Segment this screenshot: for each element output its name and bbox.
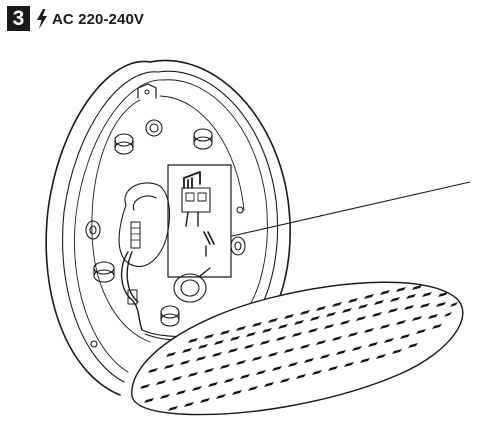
voltage-text: AC 220-240V (52, 10, 144, 28)
step-number-badge: 3 (7, 6, 30, 31)
mounting-posts (85, 119, 246, 348)
voltage-label: AC 220-240V (36, 8, 144, 30)
terminal-block (181, 171, 215, 257)
lightning-bolt-icon (37, 9, 47, 29)
base-plate (45, 59, 291, 396)
diffuser-cover (131, 281, 464, 416)
leader-line (231, 181, 471, 237)
diffuser-holes (140, 285, 458, 411)
top-clip (137, 83, 157, 99)
center-socket (173, 267, 211, 303)
terminal-highlight-box (167, 164, 232, 278)
